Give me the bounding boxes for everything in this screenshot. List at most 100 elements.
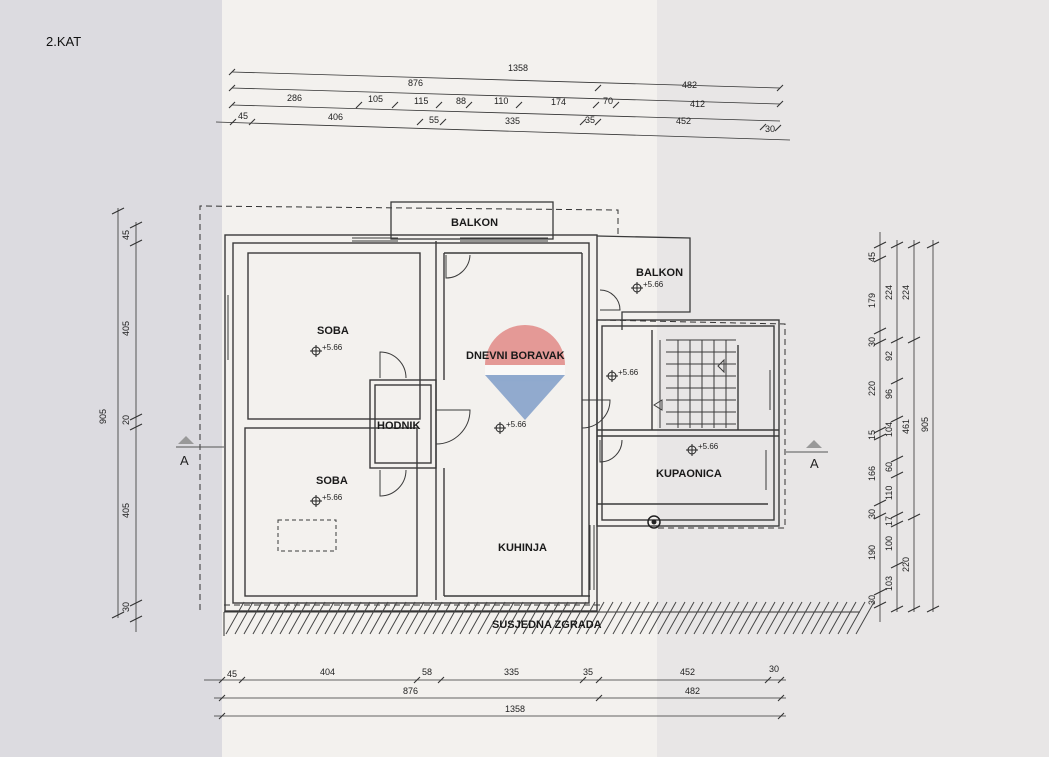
hatch-stroke: [576, 601, 596, 635]
dim-top-115: 115: [414, 96, 428, 106]
room-label-soba-2: SOBA: [316, 475, 348, 487]
paper-fold-middle: [222, 0, 657, 757]
stair-arrow-icon-2: [717, 358, 725, 374]
dim-left-45: 45: [121, 230, 131, 240]
hatch-stroke: [522, 601, 542, 635]
hatch-stroke: [819, 601, 839, 635]
dim-right-190: 190: [867, 545, 877, 560]
dim-line-top-4: [215, 121, 791, 141]
level-label: +5.66: [322, 343, 343, 352]
hatch-stroke: [486, 601, 506, 635]
hatch-stroke: [783, 601, 803, 635]
hatch-stroke: [738, 601, 758, 635]
dim-bottom-45: 45: [227, 669, 237, 679]
hatch-stroke: [306, 601, 326, 635]
level-marker-balkon: +5.66: [631, 280, 664, 294]
top-dimensions: [215, 68, 791, 141]
hatch-stroke: [792, 601, 812, 635]
hatch-stroke: [621, 601, 641, 635]
dim-right-92: 92: [884, 351, 894, 361]
hatch-stroke: [387, 601, 407, 635]
hatch-stroke: [549, 601, 569, 635]
dim-line-top-1: [231, 71, 781, 89]
dim-right-100: 100: [884, 536, 894, 551]
right-dimension-labels: 45 179 30 220 15 166 30 190 30 224 92 96…: [867, 252, 930, 605]
hatch-stroke: [405, 601, 425, 635]
balcony-top: [390, 201, 554, 240]
room-label-kuhinja: KUHINJA: [498, 542, 547, 554]
dim-top-55: 55: [429, 115, 439, 125]
hatch-stroke: [684, 601, 704, 635]
dim-line-top-3: [231, 104, 781, 122]
dim-top-35: 35: [585, 115, 595, 125]
hatch-stroke: [747, 601, 767, 635]
level-label: +5.66: [322, 493, 343, 502]
hatch-stroke: [432, 601, 452, 635]
hatch-stroke: [729, 601, 749, 635]
dim-right-30a: 30: [867, 337, 877, 347]
hatch-stroke: [495, 601, 515, 635]
dim-top-105: 105: [368, 94, 383, 104]
dim-top-482: 482: [682, 80, 697, 90]
dim-top-30: 30: [765, 124, 775, 134]
hatch-stroke: [504, 601, 524, 635]
staircase: [653, 339, 736, 428]
hatch-stroke: [450, 601, 470, 635]
dim-top-406: 406: [328, 112, 343, 122]
level-marker-stair: +5.66: [606, 368, 639, 382]
dim-left-405b: 405: [121, 503, 131, 518]
skylight-outline: [277, 519, 337, 552]
hatch-stroke: [711, 601, 731, 635]
room-label-hodnik: HODNIK: [377, 420, 420, 432]
left-dimensions: [111, 207, 143, 632]
dim-top-88: 88: [456, 96, 466, 106]
level-marker-soba-1: +5.66: [310, 343, 343, 357]
room-label-soba-1: SOBA: [317, 325, 349, 337]
dim-right-104: 104: [884, 422, 894, 437]
hatch-stroke: [414, 601, 434, 635]
hatch-stroke: [261, 601, 281, 635]
level-label: +5.66: [618, 368, 639, 377]
dim-left-905: 905: [98, 409, 108, 424]
hatch-stroke: [378, 601, 398, 635]
hatch-stroke: [360, 601, 380, 635]
hatch-stroke: [351, 601, 371, 635]
section-label-right: A: [810, 456, 819, 471]
hatch-stroke: [252, 601, 272, 635]
hatch-stroke: [396, 601, 416, 635]
dim-line-top-2: [231, 87, 781, 105]
room-label-balkon-top: BALKON: [451, 217, 498, 229]
dim-right-60: 60: [884, 462, 894, 472]
hatch-stroke: [846, 601, 866, 635]
soba-1-walls: [247, 252, 421, 420]
level-marker-boravak: +5.66: [494, 420, 527, 434]
hatch-stroke: [513, 601, 533, 635]
top-dimension-labels: 1358 876 482 286 105 115 88 110 174 70 4…: [238, 63, 775, 134]
dim-right-220a: 220: [867, 381, 877, 396]
hatch-stroke: [288, 601, 308, 635]
section-mark-left: A: [176, 436, 224, 468]
section-label-left: A: [180, 453, 189, 468]
dim-bottom-876: 876: [403, 686, 418, 696]
level-marker-soba-2: +5.66: [310, 493, 343, 507]
hatch-stroke: [720, 601, 740, 635]
dim-right-224a: 224: [884, 285, 894, 300]
chimney-icon: [647, 515, 661, 529]
dim-top-286: 286: [287, 93, 302, 103]
level-markers: +5.66 +5.66 +5.66 +5.66 +5.66 +5.66: [310, 280, 719, 507]
soba-2-walls: [244, 427, 418, 597]
hatch-stroke: [558, 601, 578, 635]
hatch-stroke: [270, 601, 290, 635]
dim-left-30: 30: [121, 602, 131, 612]
hatch-stroke: [774, 601, 794, 635]
dim-top-110: 110: [494, 96, 508, 106]
hatch-stroke: [468, 601, 488, 635]
hatch-stroke: [342, 601, 362, 635]
hatch-stroke: [639, 601, 659, 635]
hatch-stroke: [693, 601, 713, 635]
hatch-stroke: [801, 601, 821, 635]
room-label-balkon-right: BALKON: [636, 267, 683, 279]
hatch-stroke: [675, 601, 695, 635]
dim-top-452: 452: [676, 116, 691, 126]
